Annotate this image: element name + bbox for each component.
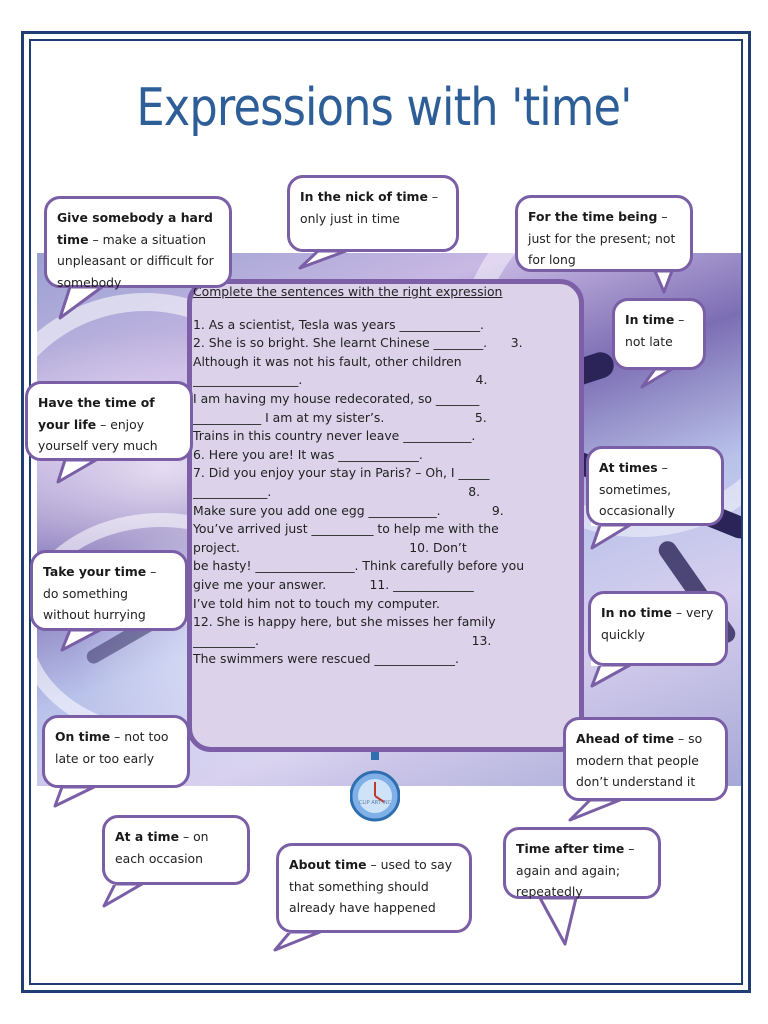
exercise-line: 6. Here you are! It was _____________. [193,446,423,462]
expression-term: On time [55,729,111,744]
speech-bubble-for-the-time-being: For the time being – just for the presen… [515,195,693,272]
expression-definition: – sometimes, occasionally [599,460,675,518]
exercise-line: give me your answer. 11. _____________ [193,576,474,592]
exercise-line: _________________. 4. [193,372,488,388]
exercise-line: 2. She is so bright. She learnt Chinese … [193,335,523,351]
speech-bubble-in-time: In time – not late [612,298,706,370]
exercise-line: 1. As a scientist, Tesla was years _____… [193,316,484,332]
speech-bubble-at-a-time: At a time – on each occasion [102,815,250,885]
expression-definition: – on each occasion [115,829,209,866]
expression-term: About time [289,857,367,872]
speech-bubble-about-time: About time – used to say that something … [276,843,472,933]
expression-definition: – used to say that something should alre… [289,857,453,915]
expression-definition: – do something without hurrying [43,564,157,622]
expression-term: Take your time [43,564,147,579]
exercise-line: Trains in this country never leave _____… [193,428,476,444]
expression-term: In no time [601,605,672,620]
exercise-line: ____________. 8. [193,483,481,499]
exercise-line: ___________ I am at my sister’s. 5. [193,409,487,425]
expression-definition: – not too late or too early [55,729,169,766]
speech-bubble-in-no-time: In no time – very quickly [588,591,728,666]
exercise-line: __________. 13. [193,632,492,648]
exercise-line: You’ve arrived just __________ to help m… [193,521,499,537]
exercise-line: project. 10. Don’t [193,539,467,555]
speech-bubble-at-times: At times – sometimes, occasionally [586,446,724,526]
expression-term: At times [599,460,658,475]
expression-definition: – make a situation unpleasant or difficu… [57,231,214,290]
expression-definition: – not late [625,312,685,349]
page-border-inner [29,39,743,985]
speech-bubble-take-your-time: Take your time – do something without hu… [30,550,188,631]
speech-bubble-time-after-time: Time after time – again and again; repea… [503,827,661,899]
stopwatch-clipart: CLIP ART INC [350,752,400,822]
speech-bubble-nick-of-time: In the nick of time – only just in time [287,175,459,252]
expression-term: For the time being [528,209,658,224]
expression-definition: – so modern that people don’t understand… [576,731,703,789]
exercise-text: Complete the sentences with the right ex… [193,283,581,669]
expression-definition: – enjoy yourself very much [38,416,158,454]
expression-term: At a time [115,829,179,844]
speech-bubble-on-time: On time – not too late or too early [42,715,190,788]
expression-definition: – very quickly [601,605,714,642]
page-title: Expressions with 'time' [136,78,632,138]
speech-bubble-time-of-your-life: Have the time of your life – enjoy yours… [25,381,193,461]
expression-term: Give somebody a hard time [57,210,213,247]
page-border-outer [21,31,751,993]
expression-term: In the nick of time [300,189,428,204]
exercise-line: The swimmers were rescued _____________. [193,651,459,667]
speech-bubble-give-somebody: Give somebody a hard time – make a situa… [44,196,232,290]
speech-bubble-ahead-of-time: Ahead of time – so modern that people do… [563,717,728,801]
exercise-line: I am having my house redecorated, so ___… [193,390,480,406]
exercise-line: Although it was not his fault, other chi… [193,353,462,369]
expression-definition: – again and again; repeatedly [516,841,635,899]
expression-term: Ahead of time [576,731,675,746]
expression-definition: – just for the present; not for long [528,209,676,267]
clipart-caption: CLIP ART INC [359,800,392,806]
exercise-line: Make sure you add one egg ___________. 9… [193,502,504,518]
expression-term: Time after time [516,841,625,856]
expression-term: Have the time of your life [38,395,155,432]
exercise-line: 7. Did you enjoy your stay in Paris? – O… [193,465,490,481]
expression-term: In time [625,312,675,327]
exercise-line: be hasty! ________________. Think carefu… [193,558,525,574]
expression-definition: – only just in time [300,189,439,226]
exercise-panel [187,279,584,752]
exercise-line: 12. She is happy here, but she misses he… [193,614,496,630]
exercise-line: I’ve told him not to touch my computer. [193,595,440,611]
